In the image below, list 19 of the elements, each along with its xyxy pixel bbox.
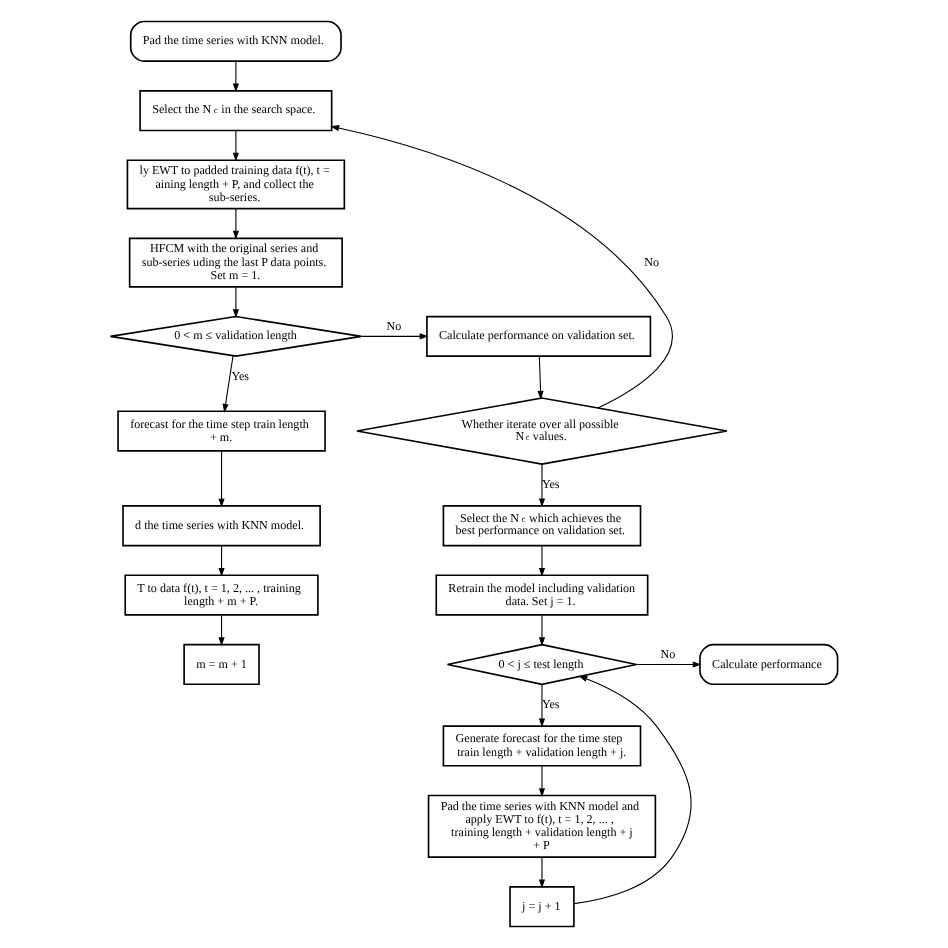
arrow: [538, 614, 546, 647]
arrow: [538, 765, 546, 798]
arrow: [232, 60, 239, 93]
arrow: [218, 614, 225, 647]
arrow: [232, 130, 239, 162]
arrow: [573, 675, 692, 905]
arrow: [538, 545, 546, 577]
arrow: [218, 450, 225, 508]
arrow: [330, 125, 673, 409]
arrow: [538, 856, 546, 889]
arrow: [218, 545, 225, 577]
arrow: [361, 333, 429, 340]
arrow: [635, 661, 702, 668]
arrow: [232, 286, 239, 318]
arrow: [232, 208, 239, 240]
arrow: [538, 463, 546, 508]
arrow: [538, 683, 546, 728]
arrow: [537, 356, 544, 400]
arrow: [222, 355, 234, 413]
